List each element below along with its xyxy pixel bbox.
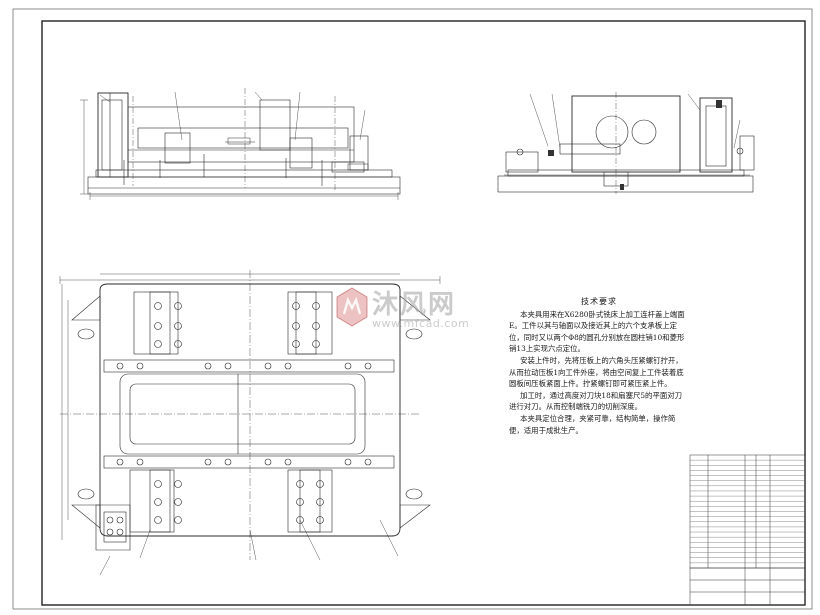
tech-requirement-paragraph: 本夹具用来在X6280卧式铣床上加工连杆盖上端面E。工件以其与轴面以及接近其上的… bbox=[509, 309, 685, 354]
side-view bbox=[497, 92, 755, 194]
technical-requirements: 技术要求 本夹具用来在X6280卧式铣床上加工连杆盖上端面E。工件以其与轴面以及… bbox=[509, 296, 689, 436]
top-view bbox=[59, 270, 441, 576]
watermark-en: www.mfcad.com bbox=[372, 317, 470, 330]
outer-border bbox=[12, 8, 813, 610]
tech-requirements-title: 技术要求 bbox=[581, 297, 617, 306]
watermark: 沐风网 www.mfcad.com bbox=[330, 284, 500, 336]
tech-requirement-paragraph: 加工时，通过高度对刀块18和扇塞尺5的平面对刀进行对刀。从而控制端铣刀的切削深度… bbox=[509, 390, 683, 412]
inner-border bbox=[41, 20, 806, 606]
tech-requirement-paragraph: 安装上件时，先将压板上的六角头压紧螺钉拧开，从而拉动压板1向工件外座，将由空间复… bbox=[509, 355, 684, 389]
side-view-detail-fills bbox=[548, 100, 722, 190]
parts-list-rows bbox=[690, 459, 805, 564]
front-view bbox=[80, 88, 401, 200]
parts-list-table bbox=[689, 454, 806, 606]
watermark-cn: 沐风网 bbox=[372, 290, 457, 320]
top-view-bolts bbox=[106, 302, 372, 536]
tech-requirement-paragraph: 本夹具定位合理，夹紧可靠，结构简单，操作简便，适用于成批生产。 bbox=[509, 413, 676, 435]
watermark-logo-icon bbox=[336, 287, 368, 327]
